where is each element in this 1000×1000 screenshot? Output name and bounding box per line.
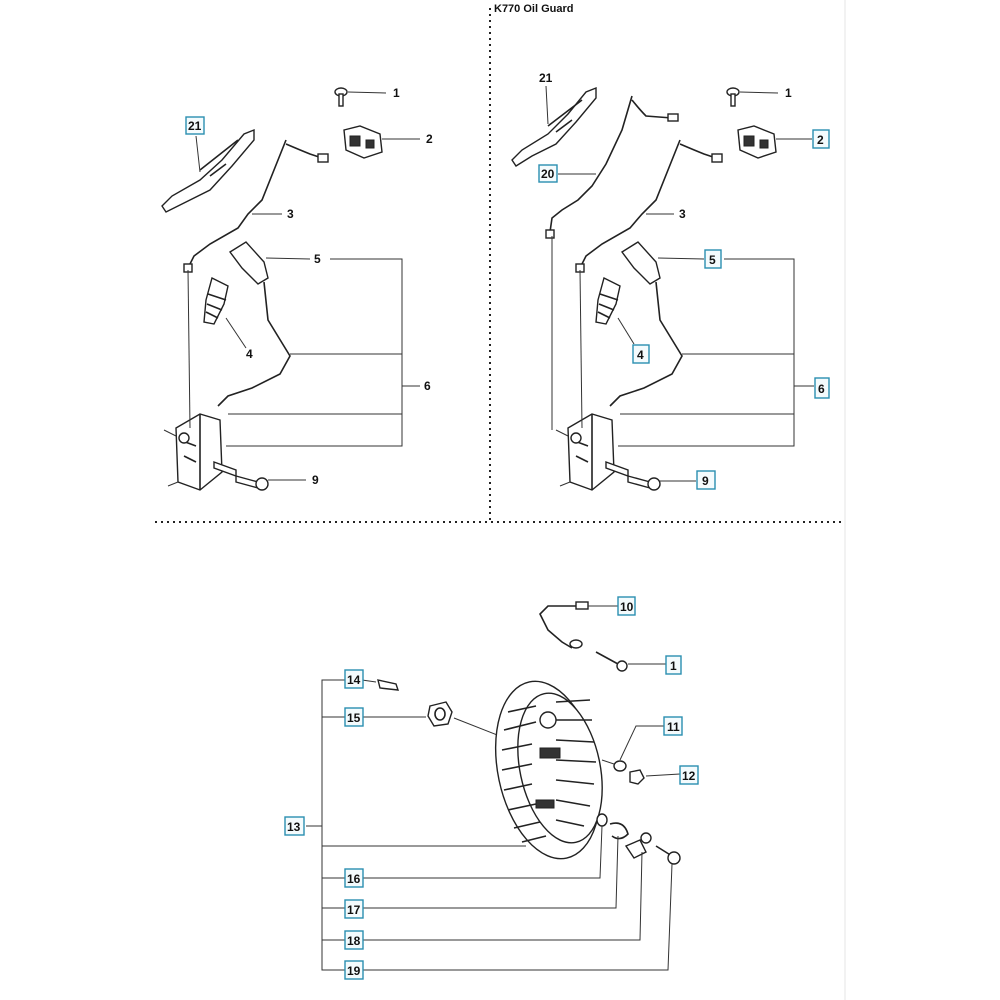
screw-shaft (595, 651, 619, 665)
bottom-panel: 10 1 14 15 11 12 13 16 17 18 19 (284, 596, 699, 980)
cable-connector-right (711, 153, 723, 163)
label-11: 11 (667, 720, 680, 734)
label-2-right: 2 (817, 133, 824, 147)
ignition-lead-right (609, 281, 683, 407)
label-box-2-right (812, 129, 830, 149)
oil-guard-cable-end (545, 229, 555, 239)
label-1-right: 1 (785, 86, 792, 100)
label-box-1-bottom (665, 655, 682, 675)
screws-part-9 (213, 461, 269, 491)
section-title: K770 Oil Guard (494, 3, 573, 15)
label-box-11 (663, 716, 683, 736)
spark-plug-part-right (595, 276, 621, 325)
label-16: 16 (347, 872, 361, 886)
wire-part (539, 605, 578, 649)
plug-cap-part (228, 241, 269, 285)
screw-head-19 (667, 851, 681, 865)
label-1-bottom: 1 (670, 659, 677, 673)
label-10: 10 (620, 600, 634, 614)
washer-part-18 (640, 832, 652, 844)
screw-part-right (726, 87, 740, 107)
label-6: 6 (424, 379, 431, 393)
label-box-13 (284, 816, 305, 836)
label-9-right: 9 (702, 474, 709, 488)
label-box-5-right (704, 249, 722, 269)
clip-part (624, 839, 647, 859)
label-18: 18 (347, 934, 361, 948)
throttle-lever-part-right (511, 86, 597, 167)
cable-part (187, 139, 323, 269)
label-21-right: 21 (539, 71, 553, 85)
label-14: 14 (347, 673, 361, 687)
label-1: 1 (393, 86, 400, 100)
ignition-module-part (175, 413, 223, 491)
washer-part-16 (596, 813, 608, 827)
oil-guard-cable-part (549, 95, 673, 233)
label-17: 17 (347, 903, 361, 917)
wire-terminal (569, 639, 583, 649)
plug-cap-part-right (620, 241, 661, 285)
screw-head (616, 660, 628, 672)
label-box-12 (679, 765, 699, 785)
cable-connector (317, 153, 329, 163)
oil-guard-cable-connector (667, 113, 679, 122)
label-3: 3 (287, 207, 294, 221)
label-box-15 (344, 707, 364, 727)
label-3-right: 3 (679, 207, 686, 221)
label-15: 15 (347, 711, 361, 725)
label-box-14 (344, 669, 364, 689)
label-box-20-right (538, 164, 558, 183)
label-9: 9 (312, 473, 319, 487)
switch-part (343, 125, 383, 159)
washer-part (613, 760, 627, 772)
label-4: 4 (246, 347, 253, 361)
label-6-right: 6 (818, 382, 825, 396)
label-box-21 (185, 116, 205, 135)
label-4-right: 4 (637, 348, 644, 362)
label-box-10 (617, 596, 636, 616)
label-5: 5 (314, 252, 321, 266)
ignition-lead (217, 281, 291, 407)
cable-part-right (579, 139, 717, 269)
label-box-18 (344, 930, 364, 950)
label-box-17 (344, 899, 364, 919)
label-13: 13 (287, 820, 301, 834)
flywheel-part (494, 680, 603, 860)
label-5-right: 5 (709, 253, 716, 267)
label-19: 19 (347, 964, 361, 978)
key-part (377, 679, 400, 691)
label-20-right: 20 (541, 167, 555, 181)
label-box-19 (344, 960, 364, 980)
ignition-module-part-right (567, 413, 615, 491)
spring-ring-part (609, 822, 629, 840)
nut-part (427, 701, 453, 727)
spark-plug-part (203, 276, 229, 325)
label-box-16 (344, 868, 364, 888)
label-box-9-right (696, 470, 716, 490)
right-panel: 21 1 3 2 20 5 4 6 9 (511, 71, 830, 491)
label-21: 21 (188, 119, 202, 133)
label-2: 2 (426, 132, 433, 146)
throttle-lever-part (161, 128, 255, 213)
left-panel: 1 2 3 4 5 6 9 21 (161, 86, 433, 491)
wire-connector (575, 601, 589, 610)
label-box-4-right (632, 344, 650, 364)
label-box-6-right (814, 377, 830, 399)
screw-part (334, 87, 348, 107)
nut-part-12 (629, 769, 645, 785)
label-12: 12 (682, 769, 696, 783)
screws-part-9-right (605, 461, 661, 491)
switch-part-right (737, 125, 777, 159)
